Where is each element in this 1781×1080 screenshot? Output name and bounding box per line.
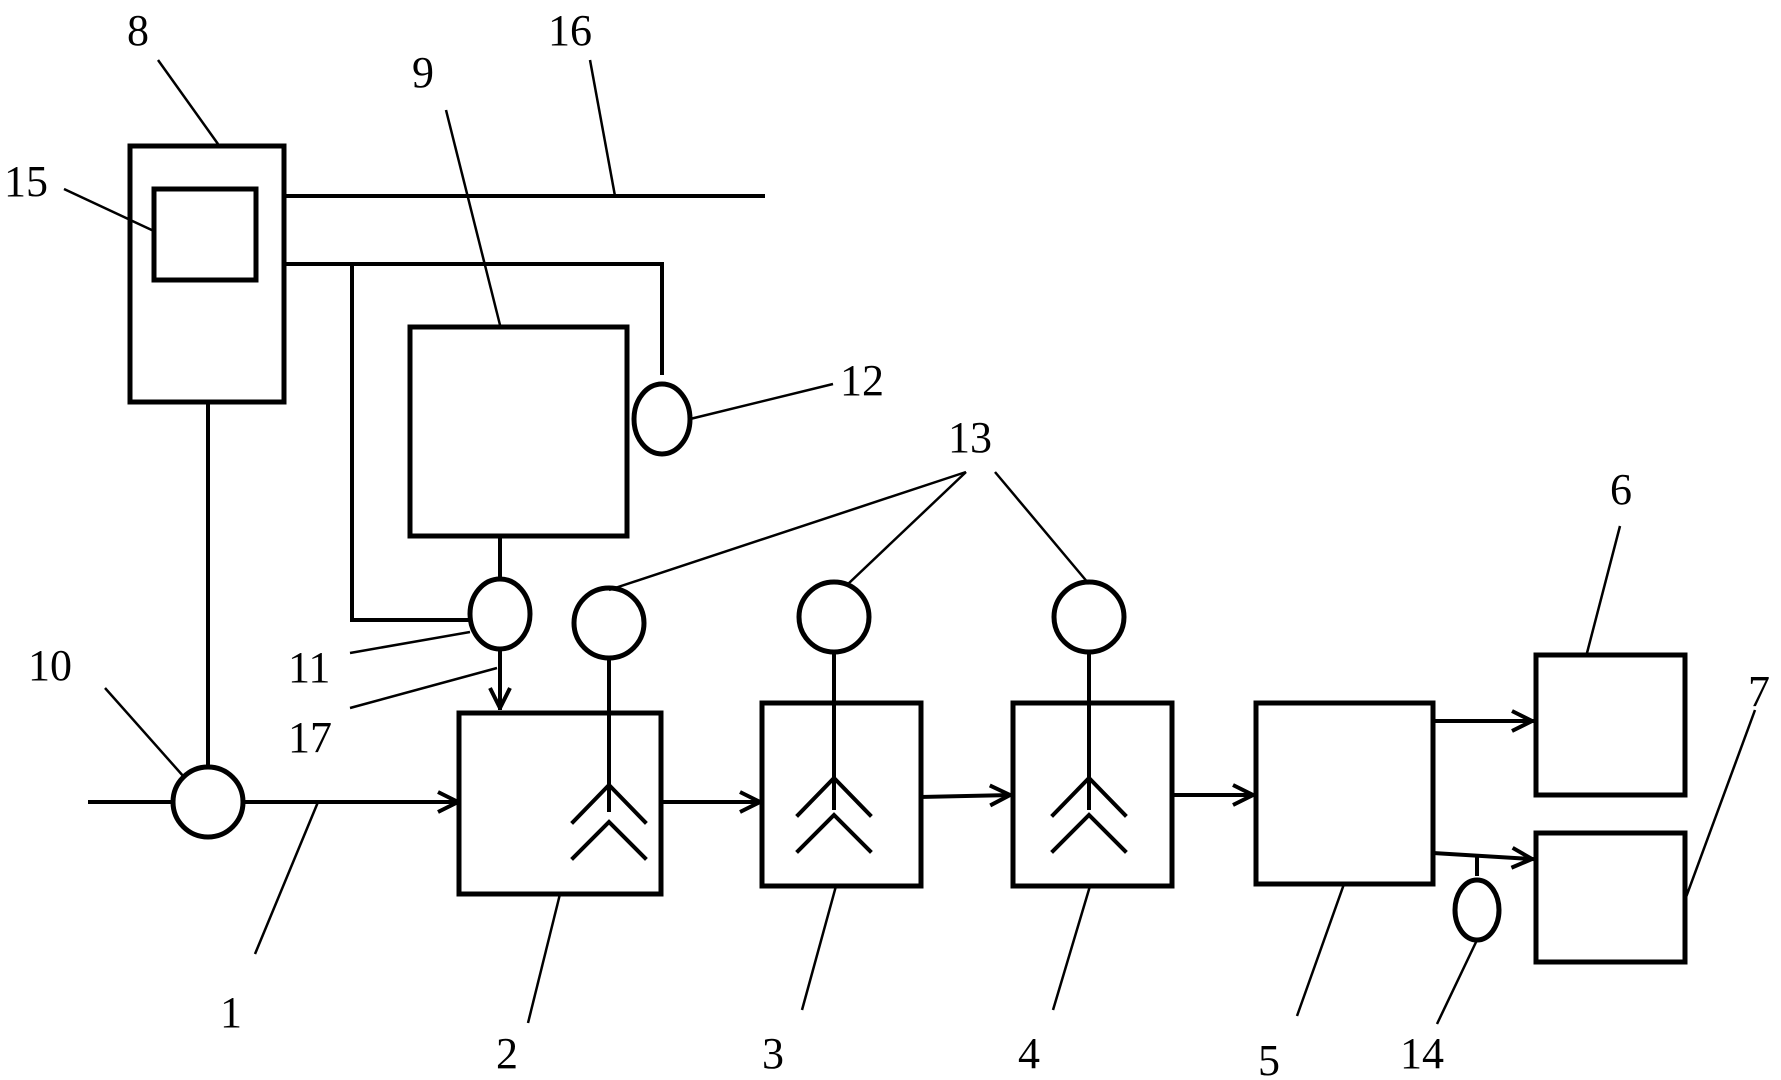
sensor-14 — [1452, 877, 1502, 943]
label-10: 10 — [28, 641, 72, 690]
label-6: 6 — [1610, 465, 1632, 514]
label-16: 16 — [548, 6, 592, 55]
leader-13a — [608, 470, 967, 592]
mixer-blade-3a — [795, 775, 873, 818]
mixer-blade-4b — [1050, 812, 1128, 854]
label-13: 13 — [948, 413, 992, 462]
sensor-11 — [467, 576, 533, 652]
control-line-to-sensor-12 — [282, 262, 664, 375]
receiver-7 — [1533, 830, 1688, 965]
sensor-12 — [631, 381, 693, 457]
label-3: 3 — [762, 1029, 784, 1078]
label-4: 4 — [1018, 1029, 1040, 1078]
label-7: 7 — [1748, 667, 1770, 716]
mixer-motor-3 — [796, 579, 872, 655]
leader-16 — [588, 59, 617, 197]
output-to-7 — [1430, 853, 1532, 859]
mixer-blade-2b — [570, 819, 648, 861]
leader-1 — [253, 801, 320, 955]
vessel-3 — [759, 700, 924, 889]
leader-10 — [104, 687, 185, 778]
label-2: 2 — [496, 1029, 518, 1078]
label-5: 5 — [1258, 1036, 1280, 1080]
reagent-tank-9 — [407, 324, 630, 539]
leader-13c — [994, 471, 1090, 585]
label-12: 12 — [840, 356, 884, 405]
mixer-blade-3b — [795, 812, 873, 854]
leader-9 — [444, 109, 502, 326]
leader-2 — [526, 893, 562, 1024]
leader-8 — [156, 59, 220, 145]
leader-13b — [847, 471, 967, 585]
leader-17 — [349, 666, 498, 710]
label-1: 1 — [220, 988, 242, 1037]
leader-11 — [349, 630, 471, 655]
vessel-2 — [456, 710, 664, 897]
label-8: 8 — [127, 6, 149, 55]
mixer-motor-4 — [1051, 579, 1127, 655]
mixer-blade-4a — [1050, 775, 1128, 818]
label-14: 14 — [1400, 1029, 1444, 1078]
sensor-10 — [170, 764, 246, 840]
vessel-4 — [1010, 700, 1175, 889]
control-line-to-sensor-11 — [350, 262, 472, 622]
display-screen — [151, 186, 259, 283]
leader-12 — [689, 382, 834, 421]
leader-6 — [1585, 525, 1622, 654]
mixer-motor-2 — [571, 585, 647, 661]
separator-5 — [1253, 700, 1436, 887]
leader-7 — [1683, 709, 1757, 901]
mixer-blade-2a — [570, 782, 648, 825]
label-11: 11 — [288, 643, 330, 692]
leader-5 — [1295, 883, 1346, 1017]
label-17: 17 — [288, 713, 332, 762]
leader-4 — [1051, 885, 1092, 1011]
leader-14 — [1435, 939, 1479, 1025]
label-15: 15 — [4, 157, 48, 206]
leader-15 — [63, 187, 157, 234]
label-9: 9 — [412, 48, 434, 97]
flow-3-to-4 — [918, 795, 1010, 797]
receiver-6 — [1533, 652, 1688, 798]
leader-3 — [800, 885, 838, 1011]
